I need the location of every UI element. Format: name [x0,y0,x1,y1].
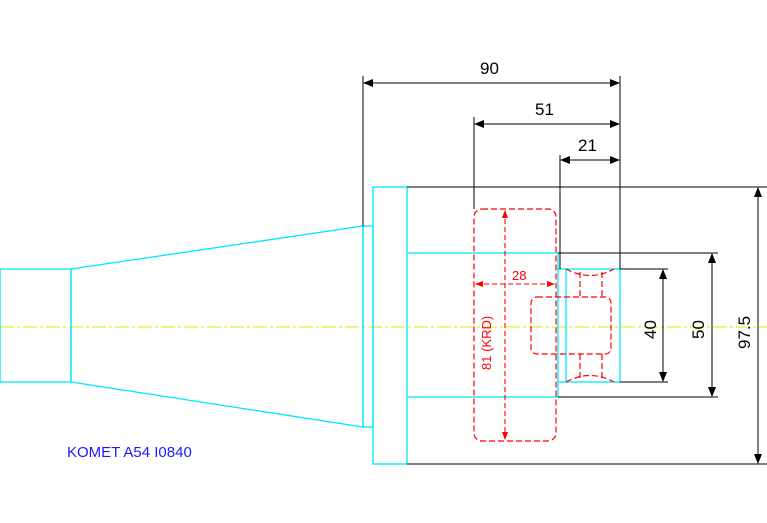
cutout-radius-label: 81 (KRD) [479,316,494,370]
dim-label-90: 90 [480,59,499,78]
cutout-groove-top [565,268,615,277]
cutout-groove-bottom [565,374,615,383]
body-upper [407,252,559,269]
cutout-dimensions [475,210,555,440]
cutout-outer [473,208,557,442]
dim-label-50: 50 [689,320,708,339]
body-lower [407,382,559,398]
cutout-depth-label: 28 [512,268,526,283]
cutout-inner [530,296,612,355]
dim-label-97-5: 97.5 [735,316,754,349]
flange-outer [372,186,408,465]
dimension-lines [362,76,767,465]
dim-label-40: 40 [641,320,660,339]
cutout-region [473,208,615,442]
bore-section [557,268,621,383]
tool-holder-outline [0,186,621,465]
dim-label-21: 21 [578,136,597,155]
dim-label-51: 51 [535,100,554,119]
drawing-title: KOMET A54 I0840 [67,444,192,461]
shank-end [0,268,72,383]
